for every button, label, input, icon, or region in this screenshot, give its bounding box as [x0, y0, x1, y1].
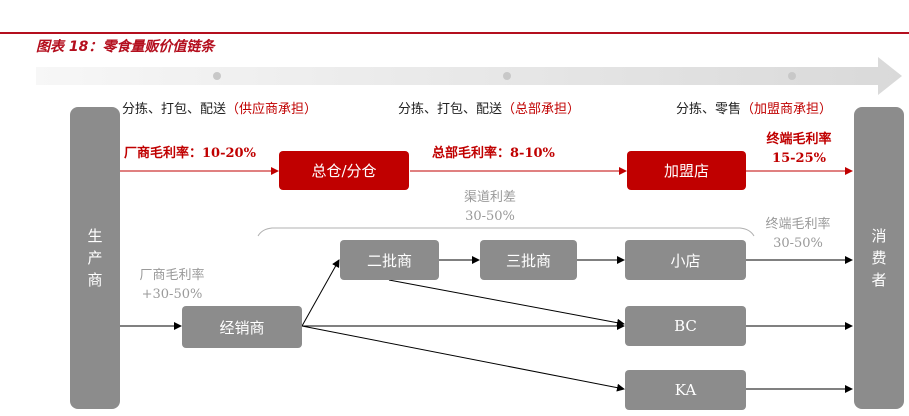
arrow-second-bc	[388, 279, 625, 327]
arrow-distributor-second	[301, 259, 340, 327]
stage-lead: 分拣、零售	[676, 102, 742, 117]
stage-dot-2	[503, 72, 511, 80]
terminal-margin-top-title: 终端毛利率	[766, 132, 832, 147]
producer-char: 产	[87, 249, 103, 267]
terminal-margin-top-label: 终端毛利率 15-25%	[752, 128, 846, 166]
hq-margin-label: 总部毛利率：8-10%	[432, 146, 555, 161]
distributor-node: 经销商	[182, 306, 302, 348]
mfr-margin-bottom-label: 厂商毛利率 +30-50%	[122, 264, 222, 302]
mfr-margin-bottom-title: 厂商毛利率	[139, 268, 205, 283]
stage-bearer: （加盟商承担）	[741, 102, 833, 117]
mfr-margin-top-label: 厂商毛利率：10-20%	[124, 146, 256, 161]
terminal-margin-mid-title: 终端毛利率	[765, 217, 831, 232]
consumer-char: 者	[871, 271, 887, 289]
stage-lead: 分拣、打包、配送	[398, 102, 503, 117]
consumer-char: 消	[871, 227, 887, 245]
channel-diff-label: 渠道利差 30-50%	[440, 186, 540, 224]
ka-node: KA	[625, 370, 746, 410]
producer-char: 商	[87, 271, 103, 289]
title-rule	[0, 32, 909, 34]
terminal-margin-top-value: 15-25%	[772, 151, 826, 166]
consumer-char: 费	[871, 249, 887, 267]
stage-bearer: （总部承担）	[502, 102, 581, 117]
franchise-store-node: 加盟店	[627, 151, 746, 190]
channel-diff-title: 渠道利差	[463, 190, 516, 205]
third-wholesaler-node: 三批商	[480, 240, 577, 280]
stage-label-hq: 分拣、打包、配送（总部承担）	[398, 98, 580, 117]
arrow-distributor-ka	[301, 325, 625, 392]
channel-brace	[257, 227, 755, 237]
warehouse-node: 总仓/分仓	[279, 151, 409, 190]
small-store-node: 小店	[625, 240, 746, 280]
consumer-node: 消 费 者	[854, 107, 904, 409]
stage-dot-1	[213, 72, 221, 80]
terminal-margin-mid-value: 30-50%	[773, 236, 823, 251]
stage-dot-3	[788, 72, 796, 80]
bc-node: BC	[625, 306, 746, 346]
terminal-margin-mid-label: 终端毛利率 30-50%	[748, 213, 848, 251]
stage-lead: 分拣、打包、配送	[122, 102, 227, 117]
second-wholesaler-node: 二批商	[340, 240, 439, 280]
stage-label-supplier: 分拣、打包、配送（供应商承担）	[122, 98, 317, 117]
figure-title: 图表 18：零食量贩价值链条	[36, 39, 215, 55]
producer-node: 生 产 商	[70, 107, 120, 409]
stage-bearer: （供应商承担）	[226, 102, 318, 117]
channel-diff-value: 30-50%	[465, 209, 515, 224]
flow-band-arrow	[36, 57, 902, 95]
mfr-margin-bottom-value: +30-50%	[141, 287, 203, 302]
stage-label-franchisee: 分拣、零售（加盟商承担）	[676, 98, 832, 117]
producer-char: 生	[87, 227, 103, 245]
